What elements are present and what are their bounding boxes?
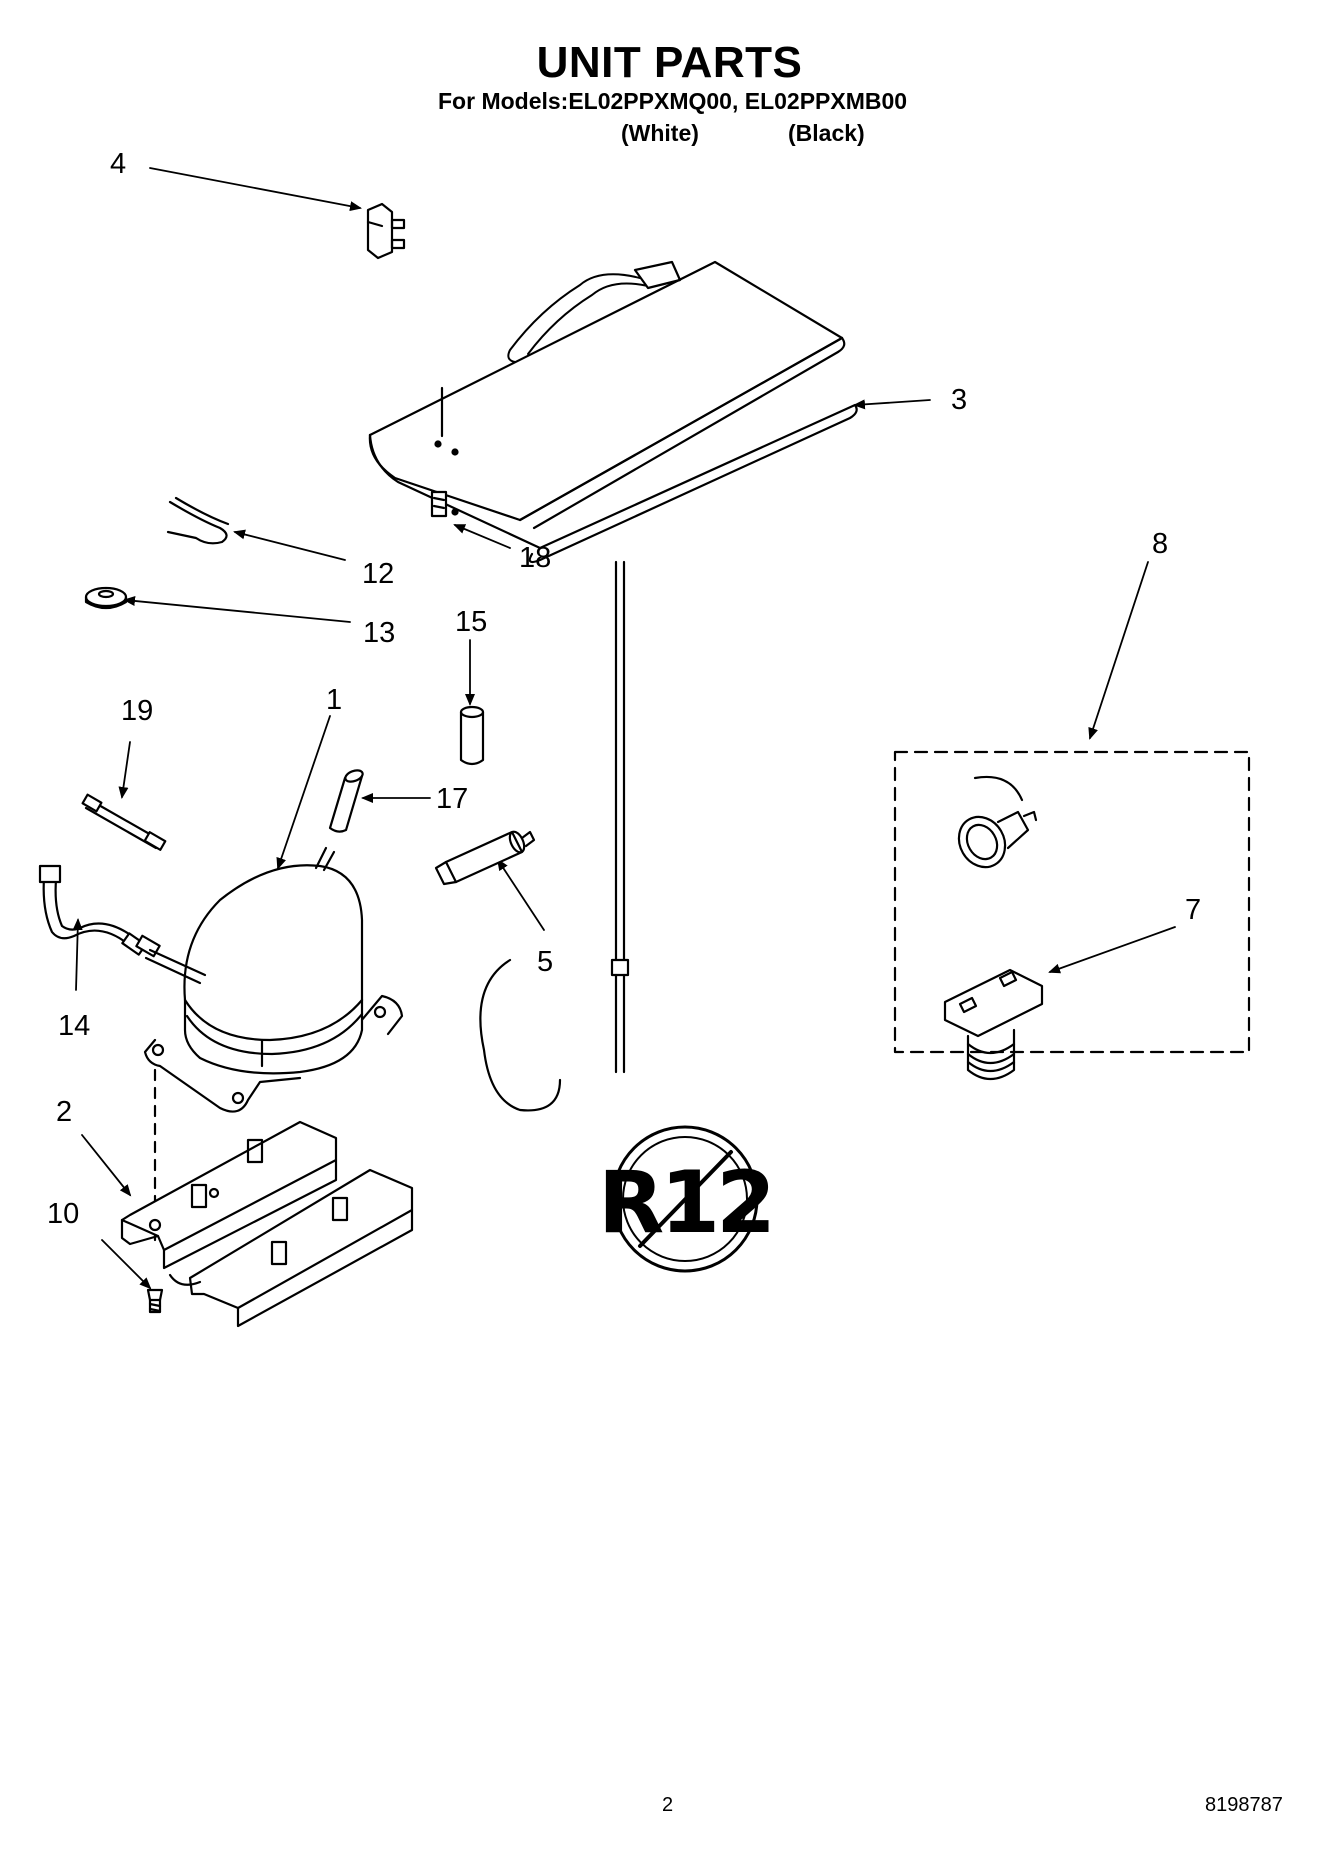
callout-2: 2 — [56, 1096, 73, 1128]
kit-box — [893, 750, 1251, 1054]
hairpin-clip-part — [166, 496, 230, 545]
callout-8: 8 — [1152, 528, 1169, 560]
callout-7: 7 — [1185, 894, 1202, 926]
leader-arrows — [72, 167, 1176, 1290]
base-rails-part — [120, 1120, 414, 1328]
callout-5: 5 — [537, 946, 554, 978]
models-line: For Models:EL02PPXMQ00, EL02PPXMB00 — [438, 88, 908, 114]
connector-tube-part — [81, 793, 167, 851]
no-r12-badge: R12 — [598, 1125, 776, 1273]
cylinder-part — [459, 705, 485, 766]
screw-part — [146, 1288, 164, 1314]
drier-part — [434, 830, 562, 1112]
relay-part — [957, 775, 1038, 869]
variant-white: (White) — [621, 120, 699, 146]
suction-tube-part — [38, 864, 147, 956]
document-number: 8198787 — [1205, 1794, 1283, 1816]
callout-4: 4 — [110, 148, 127, 180]
callout-19: 19 — [121, 695, 154, 727]
callout-13: 13 — [363, 617, 396, 649]
callout-3: 3 — [951, 384, 968, 416]
sleeve-part — [328, 769, 364, 833]
callout-14: 14 — [58, 1010, 91, 1042]
clip-bracket-part — [366, 202, 406, 260]
callout-17: 17 — [436, 783, 469, 815]
page-number: 2 — [662, 1794, 674, 1816]
callout-12: 12 — [362, 558, 395, 590]
washer-part — [84, 586, 128, 610]
callout-1: 1 — [326, 684, 343, 716]
callout-18: 18 — [519, 542, 552, 574]
compressor-part — [135, 846, 404, 1242]
r12-label: R12 — [598, 1153, 772, 1253]
page-title: UNIT PARTS — [536, 38, 803, 87]
thermal-protector-part — [943, 968, 1044, 1081]
callout-15: 15 — [455, 606, 488, 638]
variant-black: (Black) — [788, 120, 865, 146]
evaporator-part — [368, 260, 858, 1074]
callout-10: 10 — [47, 1198, 80, 1230]
